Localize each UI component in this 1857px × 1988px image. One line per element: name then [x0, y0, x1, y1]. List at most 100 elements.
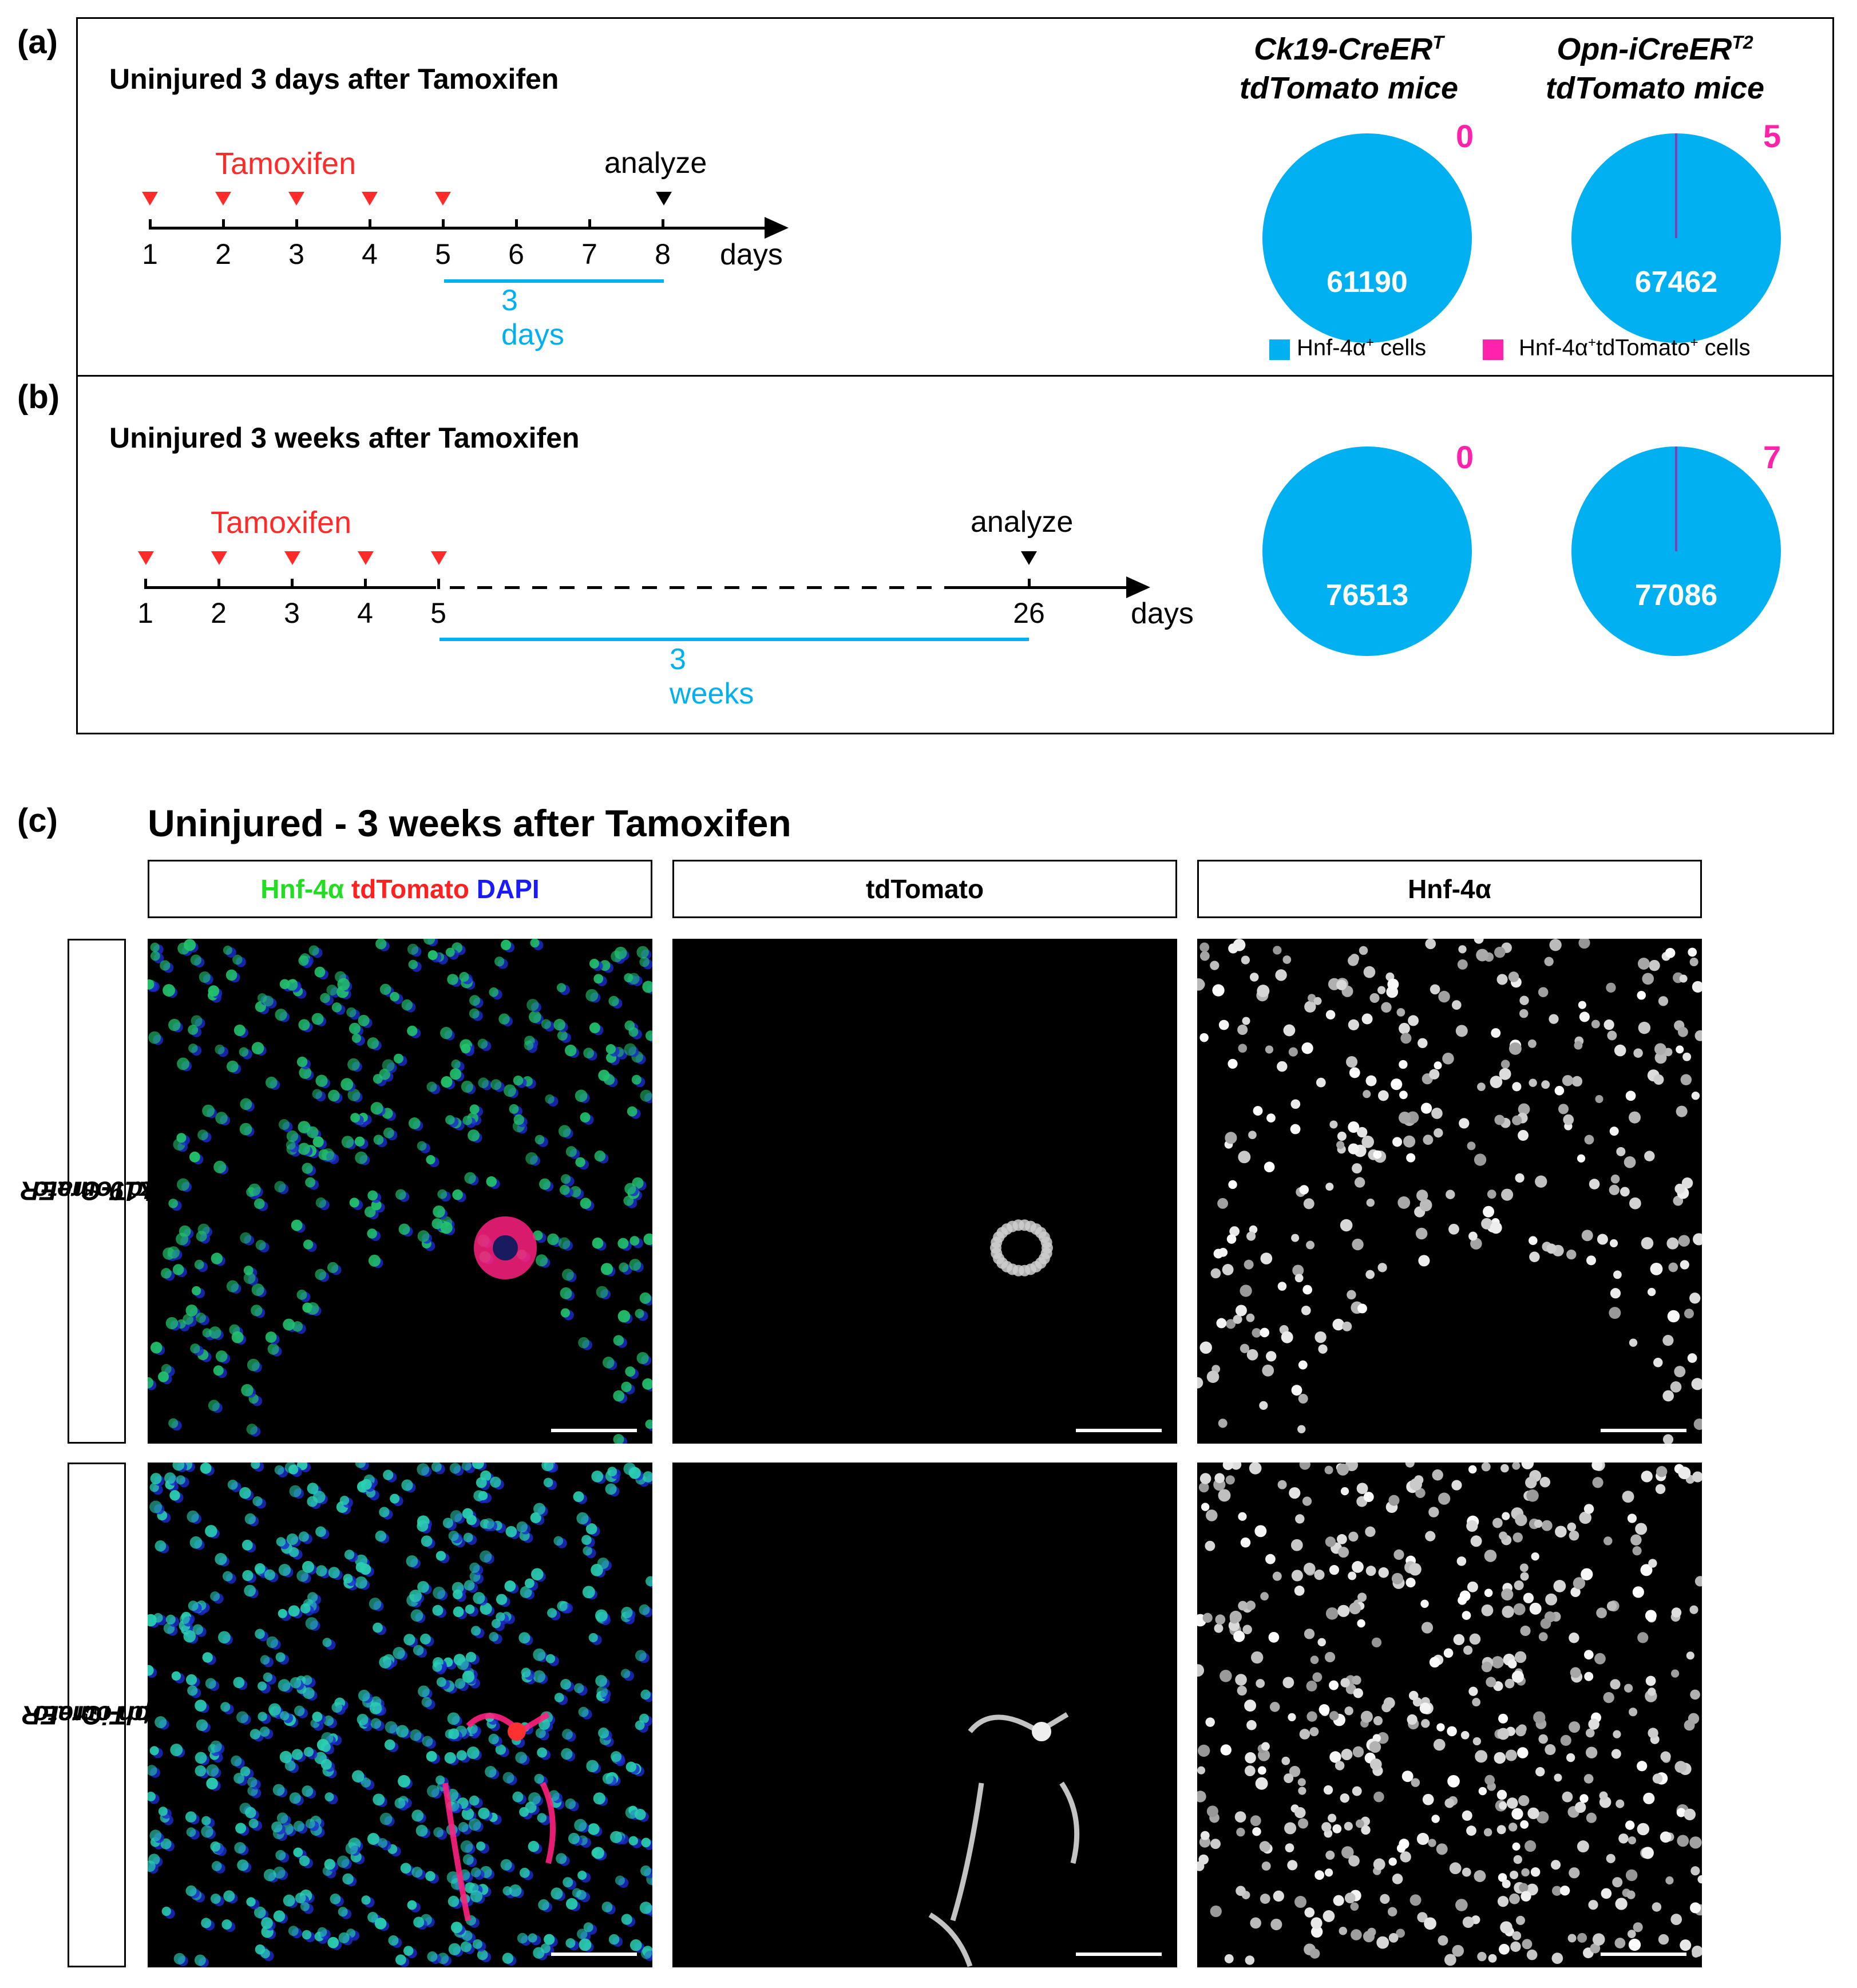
day-label: 2	[215, 238, 231, 270]
interval-label: 3 weeks	[670, 643, 754, 710]
pie-label-opn: Opn-iCreERT2 tdTomato mice	[1546, 32, 1765, 105]
day-label: 5	[435, 238, 451, 270]
day-label: 4	[357, 597, 373, 629]
scale-bar	[1601, 1429, 1686, 1432]
tamoxifen-marker	[358, 551, 374, 565]
micrograph-opn-merge	[148, 1463, 652, 1967]
tamoxifen-marker	[211, 551, 227, 565]
timeline-axis	[149, 227, 767, 230]
day-tick	[149, 219, 152, 230]
day-label: 7	[581, 238, 597, 270]
day-label: 6	[508, 238, 524, 270]
legend-swatch-hnf4a	[1269, 339, 1290, 360]
pie-label-ck19: Ck19-CreERT tdTomato mice	[1240, 32, 1459, 105]
scale-bar	[1076, 1953, 1162, 1956]
pie-slice-tdtomato	[1675, 446, 1677, 551]
panel-b-letter: (b)	[17, 378, 60, 416]
tamoxifen-marker	[431, 551, 447, 565]
scale-bar	[551, 1953, 637, 1956]
day-tick	[1028, 579, 1031, 589]
pie-chart-opn-3weeks: 77086	[1571, 446, 1781, 656]
day-label: 1	[142, 238, 158, 270]
panel-a-title: Uninjured 3 days after Tamoxifen	[109, 63, 559, 95]
pie-total: 61190	[1327, 266, 1408, 299]
pie-total: 77086	[1634, 579, 1718, 612]
column-header-merge: Hnf-4α tdTomato DAPI	[148, 860, 652, 918]
day-tick	[588, 219, 591, 230]
day-label: 26	[1013, 597, 1045, 629]
micrograph-opn-hnf4a	[1197, 1463, 1702, 1967]
analyze-marker	[1021, 551, 1037, 565]
tamoxifen-marker	[435, 192, 451, 205]
day-tick	[222, 219, 225, 230]
panel-c-letter: (c)	[17, 802, 58, 839]
days-unit: days	[1131, 597, 1194, 630]
day-label: 2	[211, 597, 227, 629]
tamoxifen-marker	[138, 551, 154, 565]
day-label: 3	[288, 238, 304, 270]
tamoxifen-label: Tamoxifen	[211, 505, 352, 540]
day-tick	[369, 219, 371, 230]
micrograph-ck19-tdtomato	[672, 939, 1177, 1444]
micrograph-opn-tdtomato	[672, 1463, 1177, 1967]
day-tick	[437, 579, 440, 589]
analyze-label: analyze	[971, 505, 1074, 539]
tamoxifen-marker	[142, 192, 158, 205]
tdtomato-count: 7	[1763, 439, 1781, 475]
panel-a-box: Uninjured 3 days after Tamoxifen Tamoxif…	[76, 17, 1834, 377]
timeline-axis	[144, 586, 436, 589]
interval-label: 3 days	[501, 284, 564, 351]
pie-chart-ck19-3weeks: 76513	[1262, 446, 1472, 656]
pie-slice-tdtomato	[1675, 133, 1677, 238]
day-tick	[295, 219, 298, 230]
tdtomato-count: 0	[1456, 439, 1474, 475]
column-header-hnf4a: Hnf-4α	[1197, 860, 1702, 918]
day-label: 3	[284, 597, 300, 629]
panel-b-title: Uninjured 3 weeks after Tamoxifen	[109, 422, 580, 454]
timeline-gap	[450, 586, 953, 589]
micrograph-ck19-hnf4a	[1197, 939, 1702, 1444]
tdtomato-count: 0	[1456, 118, 1474, 154]
tamoxifen-label: Tamoxifen	[215, 147, 357, 181]
scale-bar	[1601, 1953, 1686, 1956]
micrograph-ck19-merge	[148, 939, 652, 1444]
pie-total: 76513	[1325, 579, 1409, 612]
tamoxifen-marker	[288, 192, 304, 205]
day-tick	[291, 579, 294, 589]
pie-total: 67462	[1634, 266, 1718, 299]
day-label: 1	[137, 597, 153, 629]
legend-swatch-hnf4a-tdtomato	[1483, 339, 1503, 360]
day-label: 5	[430, 597, 446, 629]
tamoxifen-marker	[215, 192, 231, 205]
panel-b-box: Uninjured 3 weeks after Tamoxifen Tamoxi…	[76, 375, 1834, 734]
day-tick	[515, 219, 518, 230]
tamoxifen-marker	[284, 551, 300, 565]
analyze-label: analyze	[604, 147, 707, 180]
day-tick	[662, 219, 664, 230]
legend-label-hnf4a-tdtomato: Hnf-4α+tdTomato+ cells	[1519, 335, 1751, 361]
scale-bar	[551, 1429, 637, 1432]
panel-c-title: Uninjured - 3 weeks after Tamoxifen	[148, 802, 791, 844]
day-tick	[442, 219, 445, 230]
timeline-arrow	[765, 217, 789, 239]
panel-a-letter: (a)	[17, 23, 58, 61]
pie-chart-opn-3days: 67462	[1571, 133, 1781, 343]
day-tick	[144, 579, 147, 589]
day-label: 8	[655, 238, 671, 270]
column-header-tdtomato: tdTomato	[672, 860, 1177, 918]
timeline-arrow	[1126, 576, 1150, 598]
days-unit: days	[720, 238, 783, 271]
scale-bar	[1076, 1429, 1162, 1432]
timeline-axis	[950, 586, 1129, 589]
pie-chart-ck19-3days: 61190	[1262, 133, 1472, 343]
legend-label-hnf4a: Hnf-4α+ cells	[1297, 335, 1427, 361]
tamoxifen-marker	[362, 192, 378, 205]
day-label: 4	[362, 238, 378, 270]
day-tick	[217, 579, 220, 589]
tdtomato-count: 5	[1763, 118, 1781, 154]
day-tick	[364, 579, 367, 589]
interval-span	[439, 638, 1029, 641]
analyze-marker	[656, 192, 672, 205]
